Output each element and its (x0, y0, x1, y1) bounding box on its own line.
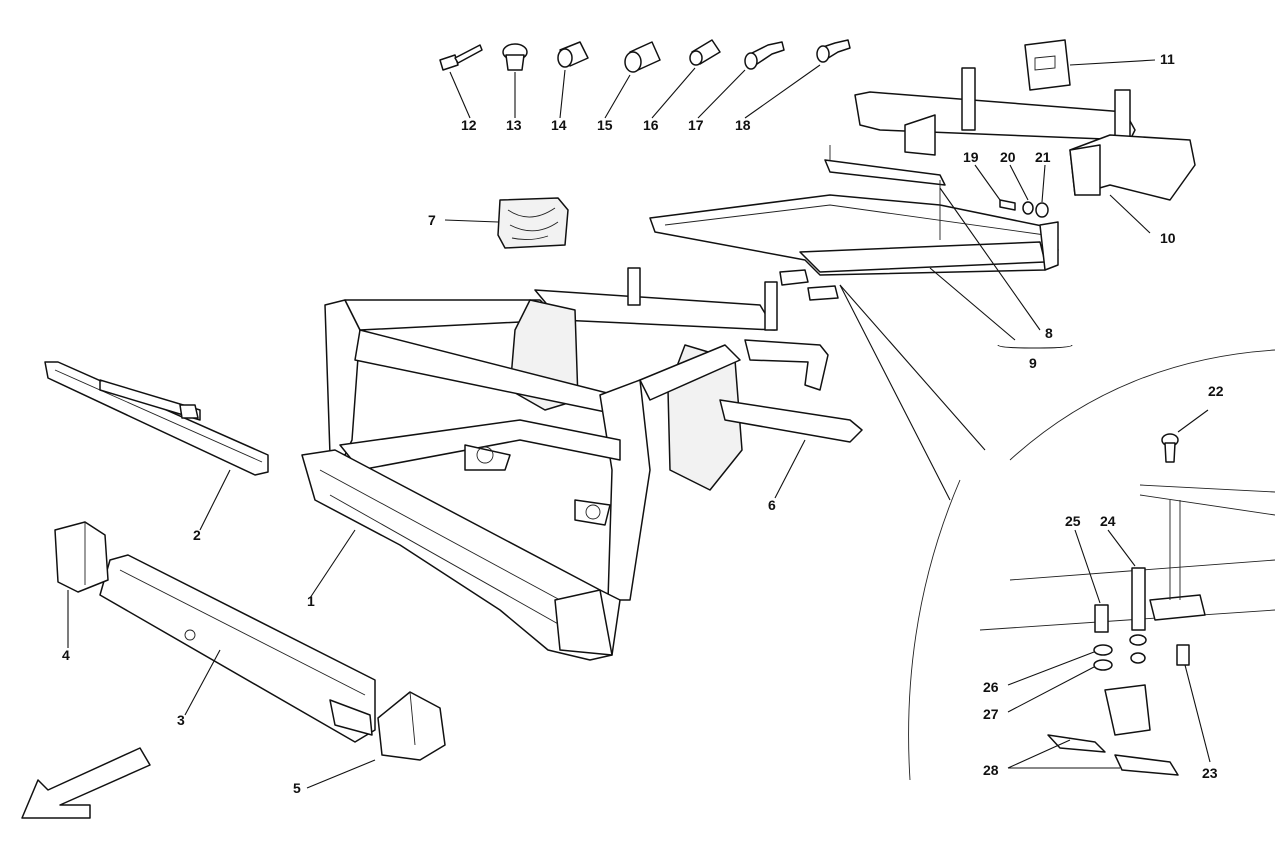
hardware-kit-bag[interactable] (497, 197, 569, 249)
callout-21: 21 (1035, 149, 1051, 165)
detail-bracket[interactable] (1104, 500, 1206, 736)
nut-21[interactable] (1035, 202, 1049, 218)
fastener-insert-14[interactable] (557, 41, 589, 68)
corner-bracket[interactable] (54, 521, 109, 593)
callout-8: 8 (1045, 325, 1053, 341)
fastener-rivet-12[interactable] (439, 44, 483, 71)
callout-28: 28 (983, 762, 999, 778)
callout-13: 13 (506, 117, 522, 133)
fastener-nut-16[interactable] (689, 39, 721, 66)
bolt-22[interactable] (1161, 433, 1179, 463)
plate-28b[interactable] (1114, 754, 1179, 776)
callout-4: 4 (62, 647, 70, 663)
callout-17: 17 (688, 117, 704, 133)
bolt-25[interactable] (1094, 604, 1109, 633)
callout-26: 26 (983, 679, 999, 695)
callout-11: 11 (1160, 51, 1175, 67)
fastener-bolt-18[interactable] (816, 39, 851, 63)
rear-subframe-assembly[interactable] (649, 145, 1059, 301)
callout-25: 25 (1065, 513, 1081, 529)
callout-6: 6 (768, 497, 776, 513)
leader-lines (67, 59, 1211, 789)
bolt-23[interactable] (1176, 644, 1190, 666)
callout-7: 7 (428, 212, 436, 228)
callout-9: 9 (1029, 355, 1037, 371)
front-frame-assembly[interactable] (301, 267, 863, 661)
washer-20[interactable] (1022, 201, 1034, 215)
stud-24[interactable] (1129, 567, 1147, 664)
callout-18: 18 (735, 117, 751, 133)
callout-12: 12 (461, 117, 477, 133)
callout-2: 2 (193, 527, 201, 543)
callout-labels: 1 2 3 4 5 6 7 8 9 10 11 12 13 14 15 16 1… (62, 51, 1224, 796)
callout-15: 15 (597, 117, 613, 133)
callout-19: 19 (963, 149, 979, 165)
callout-27: 27 (983, 706, 999, 722)
detail-view-outline (839, 284, 1275, 781)
washer-27[interactable] (1093, 659, 1113, 671)
callout-10: 10 (1160, 230, 1176, 246)
fastener-insert-15[interactable] (624, 41, 661, 73)
callout-16: 16 (643, 117, 659, 133)
plate-28a[interactable] (1047, 734, 1106, 753)
lower-sill-member[interactable] (99, 554, 376, 743)
fastener-rivet-13[interactable] (502, 43, 528, 71)
fastener-stud-17[interactable] (744, 41, 785, 70)
callout-22: 22 (1208, 383, 1224, 399)
callout-23: 23 (1202, 765, 1218, 781)
fastener-bolt-19[interactable] (999, 199, 1016, 211)
front-direction-arrow-icon (21, 747, 151, 819)
callout-14: 14 (551, 117, 567, 133)
callout-1: 1 (307, 593, 315, 609)
rear-upper-frame[interactable] (854, 39, 1196, 201)
callout-3: 3 (177, 712, 185, 728)
left-upper-rail[interactable] (44, 361, 269, 476)
callout-5: 5 (293, 780, 301, 796)
front-corner-piece[interactable] (377, 691, 446, 761)
callout-20: 20 (1000, 149, 1016, 165)
washer-26[interactable] (1093, 644, 1113, 656)
callout-24: 24 (1100, 513, 1116, 529)
